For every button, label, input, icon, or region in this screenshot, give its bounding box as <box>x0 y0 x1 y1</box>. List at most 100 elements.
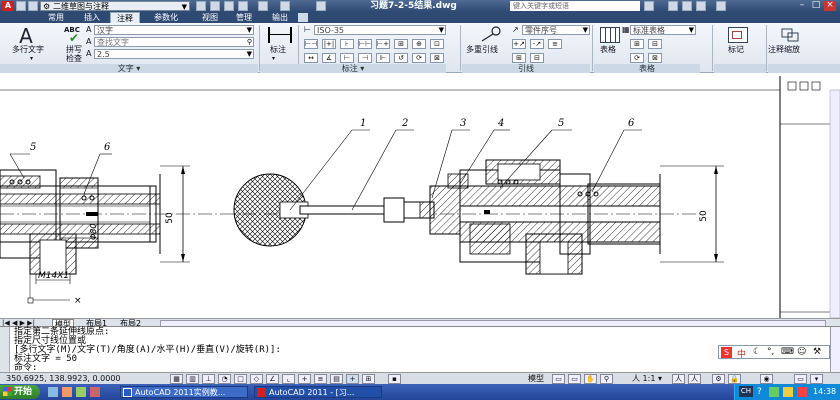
quickview-drawings-icon[interactable]: ▭ <box>568 374 581 384</box>
viewport-minimize-icon[interactable] <box>787 81 797 91</box>
save-file-icon[interactable] <box>224 1 234 11</box>
ribbon-toggle-icon[interactable] <box>298 13 308 22</box>
taskbar-item-autocad[interactable]: AutoCAD 2011 - [习... <box>254 386 382 398</box>
ortho-toggle[interactable]: ⊥ <box>202 374 215 384</box>
quicklaunch-explorer-icon[interactable] <box>62 387 72 397</box>
balloon-5[interactable]: 5 <box>558 118 564 129</box>
dim-override-icon[interactable]: ↺ <box>394 53 408 63</box>
sogou-icon[interactable]: S <box>721 347 732 358</box>
dim-text-angle-icon[interactable]: ∡ <box>322 53 336 63</box>
user-icon[interactable]: ☺ <box>797 347 807 357</box>
snap-toggle[interactable]: ▦ <box>170 374 183 384</box>
mtext-icon[interactable]: A <box>19 24 33 48</box>
balloon-5-left[interactable]: 5 <box>30 142 36 153</box>
workspace-dropdown[interactable]: ⚙ 二维草图与注释 ▼ <box>40 1 190 11</box>
dim-update-icon[interactable]: ⟳ <box>412 53 426 63</box>
dim-right-text[interactable]: 50 <box>699 210 709 222</box>
tab-nav-icon[interactable]: |◀ ◀ ▶ ▶| <box>2 319 35 327</box>
table-update-icon[interactable]: ⟳ <box>630 53 644 63</box>
annotation-visibility-icon[interactable]: 人 <box>672 374 685 384</box>
quickview-layouts-icon[interactable]: ▭ <box>552 374 565 384</box>
command-prompt[interactable]: 命令: <box>14 363 38 373</box>
osnap-toggle[interactable]: □ <box>234 374 247 384</box>
tab-view[interactable]: 视图 <box>202 13 218 22</box>
annotation-scale-icon[interactable] <box>780 27 800 43</box>
search-icon[interactable] <box>644 1 654 11</box>
text-style-dropdown[interactable]: 汉字▼ <box>94 25 254 35</box>
dim-oblique-icon[interactable]: ↔ <box>304 53 318 63</box>
table-extract-icon[interactable]: ⊟ <box>648 39 662 49</box>
sc-toggle[interactable]: ⊞ <box>362 374 375 384</box>
tab-annotate[interactable]: 注释 <box>110 12 140 23</box>
viewport-close-icon[interactable] <box>811 81 821 91</box>
punct-icon[interactable]: °, <box>767 347 775 357</box>
dim-continue-icon[interactable]: ⊢+ <box>376 39 390 49</box>
text-panel-label[interactable]: 文字 ▾ <box>0 64 258 73</box>
app-logo-icon[interactable]: A <box>2 1 14 11</box>
zoom-icon[interactable]: ⚲ <box>600 374 613 384</box>
open-icon[interactable] <box>28 1 38 11</box>
multileader-button[interactable]: 多重引线 <box>466 45 498 54</box>
open-file-icon[interactable] <box>210 1 220 11</box>
remove-leader-icon[interactable]: -↗ <box>530 39 544 49</box>
table-style-dropdown[interactable]: 标准表格▼ <box>630 25 696 35</box>
dimension-icon[interactable] <box>268 27 292 43</box>
balloon-2[interactable]: 2 <box>401 118 408 129</box>
quicklaunch-app-icon[interactable] <box>90 387 100 397</box>
balloon-1[interactable]: 1 <box>360 118 366 129</box>
new-icon[interactable] <box>196 1 206 11</box>
taskbar-item-word[interactable]: AutoCAD 2011实例教... <box>120 386 248 398</box>
table-button[interactable]: 表格 <box>600 45 616 54</box>
undo-icon[interactable] <box>258 1 268 11</box>
keyboard-icon[interactable]: ⌨ <box>781 347 794 357</box>
help-tray-icon[interactable]: ? <box>757 387 762 397</box>
minimize-button[interactable]: – <box>799 0 805 10</box>
help-icon[interactable] <box>716 1 726 11</box>
command-window[interactable]: 指定第二条延伸线原点: 指定尺寸线位置或 [多行文字(M)/文字(T)/角度(A… <box>0 326 840 373</box>
status-menu-icon[interactable]: ▾ <box>810 374 823 384</box>
tab-output[interactable]: 输出 <box>272 13 288 22</box>
search-input[interactable]: 键入关键字或短语 <box>510 1 640 11</box>
balloon-3[interactable]: 3 <box>460 118 466 129</box>
tab-manage[interactable]: 管理 <box>236 13 252 22</box>
otrack-toggle[interactable]: ∠ <box>266 374 279 384</box>
pan-icon[interactable]: ✋ <box>584 374 597 384</box>
dimension-button[interactable]: 标注 <box>270 45 286 54</box>
table-icon[interactable] <box>600 27 620 43</box>
auto-scale-icon[interactable]: 人 <box>688 374 701 384</box>
multileader-icon[interactable] <box>478 25 502 43</box>
balloon-6-left[interactable]: 6 <box>104 142 111 153</box>
markup-button[interactable]: 标记 <box>728 45 744 54</box>
thread-label[interactable]: M14X1 <box>38 271 69 281</box>
dim-break-icon[interactable]: |+| <box>322 39 336 49</box>
dim-reassociate-icon[interactable]: ⊠ <box>430 53 444 63</box>
tools-icon[interactable]: ⚒ <box>813 347 822 357</box>
tpy-toggle[interactable]: ▤ <box>330 374 343 384</box>
ime-mode-label[interactable]: 中 <box>737 350 747 360</box>
find-text-input[interactable]: 查找文字⚲ <box>94 37 254 47</box>
command-grip[interactable] <box>0 327 10 373</box>
mtext-button[interactable]: 多行文字 <box>12 45 44 54</box>
leader-panel-label[interactable]: 引线 <box>462 64 590 73</box>
subscription-icon[interactable] <box>668 1 678 11</box>
workspace-switch-icon[interactable]: ⚙ <box>712 374 725 384</box>
dyn-toggle[interactable]: + <box>298 374 311 384</box>
dim-center-justify-icon[interactable]: ⊣ <box>358 53 372 63</box>
close-button[interactable]: × <box>824 1 836 11</box>
3dosnap-toggle[interactable]: ◇ <box>250 374 263 384</box>
polar-toggle[interactable]: ◔ <box>218 374 231 384</box>
dimension-panel-label[interactable]: 标注 ▾ <box>260 64 446 73</box>
dim-left-justify-icon[interactable]: ⊢ <box>340 53 354 63</box>
dim-baseline-icon[interactable]: ⊢⊢ <box>358 39 372 49</box>
ducs-toggle[interactable]: ⌞ <box>282 374 295 384</box>
coordinates-readout[interactable]: 350.6925, 138.9923, 0.0000 <box>6 374 121 383</box>
star-icon[interactable] <box>696 1 706 11</box>
quicklaunch-desktop-icon[interactable] <box>76 387 86 397</box>
maximize-button[interactable]: □ <box>811 0 821 10</box>
model-space-label[interactable]: 模型 <box>528 374 544 383</box>
text-height-dropdown[interactable]: 2.5▼ <box>94 49 254 59</box>
dim-quick-icon[interactable]: ⊢⊣ <box>304 39 318 49</box>
tray-icon[interactable] <box>769 387 779 397</box>
start-button[interactable]: 开始 <box>0 385 40 399</box>
quicklaunch-ie-icon[interactable] <box>48 387 58 397</box>
